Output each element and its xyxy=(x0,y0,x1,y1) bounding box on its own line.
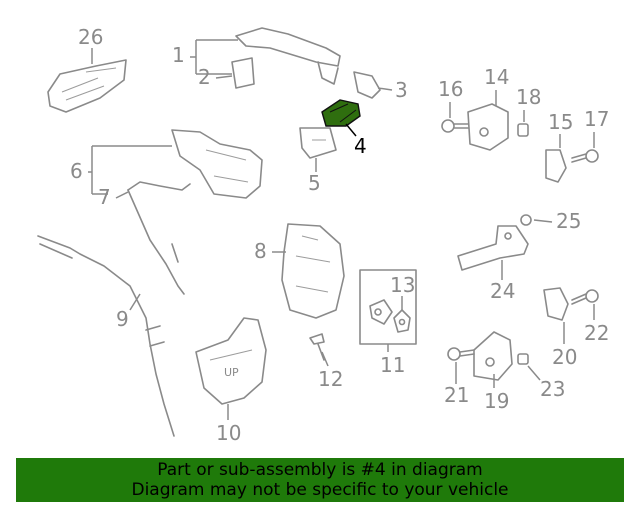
callout-16: 16 xyxy=(438,77,463,101)
leader-2 xyxy=(215,75,233,79)
part-17-bolt xyxy=(571,149,599,163)
callout-9: 9 xyxy=(116,307,129,331)
banner-line-1: Part or sub-assembly is #4 in diagram xyxy=(157,460,483,480)
part-12-screw xyxy=(309,333,325,361)
notice-banner: Part or sub-assembly is #4 in diagram Di… xyxy=(16,458,624,502)
callout-14: 14 xyxy=(484,65,509,89)
leader-3 xyxy=(377,87,393,91)
callout-4: 4 xyxy=(354,134,367,158)
part-4-highlighted xyxy=(321,99,361,127)
part-26-inside-handle xyxy=(47,59,127,113)
part-10-cover: UP xyxy=(195,317,267,405)
callout-24: 24 xyxy=(490,279,515,303)
leader-12 xyxy=(321,351,329,367)
part-8-latch xyxy=(281,223,345,319)
callout-18: 18 xyxy=(516,85,541,109)
leader-6 xyxy=(88,145,172,195)
callout-6: 6 xyxy=(70,159,83,183)
parts-diagram: 26 1 2 3 4 5 6 7 xyxy=(37,25,609,445)
banner-line-2: Diagram may not be specific to your vehi… xyxy=(131,480,509,500)
part-15-bracket xyxy=(545,149,567,183)
part-7-cable xyxy=(127,181,191,295)
part-18-nut xyxy=(517,123,529,137)
callout-20: 20 xyxy=(552,345,577,369)
leader-4 xyxy=(345,123,357,137)
callout-2: 2 xyxy=(198,65,211,89)
callout-11: 11 xyxy=(380,353,405,377)
callout-12: 12 xyxy=(318,367,343,391)
part-23-nut xyxy=(517,353,529,365)
callout-13: 13 xyxy=(390,273,415,297)
callout-15: 15 xyxy=(548,110,573,134)
part-9-cable xyxy=(37,235,175,437)
leader-23 xyxy=(527,365,541,381)
part-21-bolt xyxy=(447,347,475,361)
callout-17: 17 xyxy=(584,107,609,131)
callout-26: 26 xyxy=(78,25,103,49)
leader-9 xyxy=(129,293,141,311)
callout-5: 5 xyxy=(308,171,321,195)
part-24-check-arm xyxy=(457,225,529,271)
stamp-up: UP xyxy=(224,366,239,379)
leader-25 xyxy=(533,219,553,223)
callout-10: 10 xyxy=(216,421,241,445)
part-25-screw xyxy=(520,214,532,226)
callout-19: 19 xyxy=(484,389,509,413)
leader-1 xyxy=(190,39,238,75)
part-5-bracket xyxy=(299,127,337,159)
callout-8: 8 xyxy=(254,239,267,263)
part-22-bolt xyxy=(571,289,599,305)
callout-21: 21 xyxy=(444,383,469,407)
callout-25: 25 xyxy=(556,209,581,233)
part-6-frame xyxy=(171,129,263,199)
callout-3: 3 xyxy=(395,78,408,102)
callout-22: 22 xyxy=(584,321,609,345)
part-16-bolt xyxy=(441,119,469,133)
callout-23: 23 xyxy=(540,377,565,401)
part-19-hinge xyxy=(473,331,513,381)
part-20-bracket xyxy=(543,287,569,321)
part-3-cap xyxy=(353,71,381,99)
callout-1: 1 xyxy=(172,43,185,67)
callout-7: 7 xyxy=(98,185,111,209)
leader-7 xyxy=(115,191,129,199)
part-14-hinge xyxy=(467,103,509,151)
part-1-outside-handle xyxy=(235,27,341,85)
part-2-bezel xyxy=(231,57,255,89)
